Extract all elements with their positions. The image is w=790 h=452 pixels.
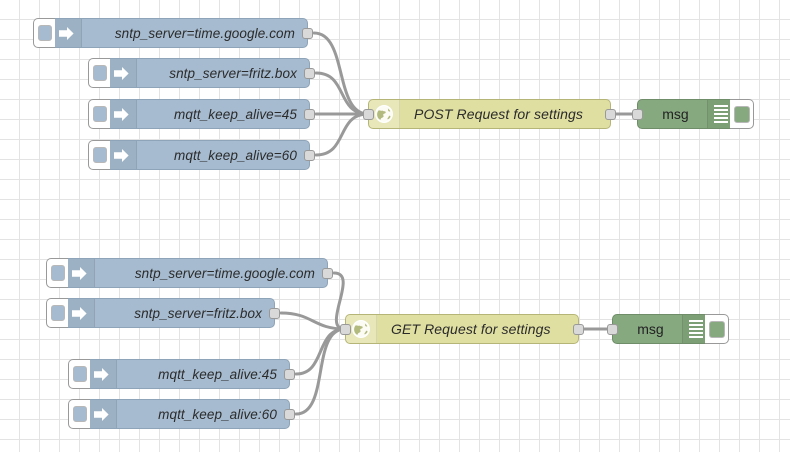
- wire-inject4-to-post: [314, 112, 370, 157]
- inject-node[interactable]: mqtt_keep_alive=60: [88, 140, 315, 170]
- input-port[interactable]: [363, 108, 374, 120]
- inject-arrow-icon-glyph: [113, 107, 129, 121]
- inject-trigger-button[interactable]: [68, 399, 90, 429]
- inject-arrow-icon-glyph: [93, 407, 109, 421]
- node-label: POST Request for settings: [414, 106, 584, 122]
- wire-inject1-to-post: [312, 31, 370, 116]
- inject-trigger-button[interactable]: [33, 18, 55, 48]
- inject-arrow-icon: [106, 141, 137, 169]
- inject-arrow-icon-glyph: [71, 266, 87, 280]
- inject-trigger-button[interactable]: [46, 298, 68, 328]
- inject-trigger-button[interactable]: [88, 58, 110, 88]
- inject-node[interactable]: mqtt_keep_alive:60: [68, 399, 295, 429]
- http-request-node[interactable]: POST Request for settings: [363, 99, 616, 129]
- output-port[interactable]: [284, 368, 295, 380]
- output-port[interactable]: [269, 307, 280, 319]
- output-port[interactable]: [322, 267, 333, 279]
- inject-trigger-button[interactable]: [88, 99, 110, 129]
- output-port[interactable]: [573, 323, 584, 335]
- inject-arrow-icon: [51, 19, 82, 47]
- wire-inject5-to-get: [332, 271, 347, 331]
- http-request-node[interactable]: GET Request for settings: [340, 314, 584, 344]
- globe-icon: [346, 315, 377, 343]
- node-label: sntp_server=fritz.box: [169, 65, 297, 81]
- node-label: msg: [637, 321, 664, 337]
- node-label: mqtt_keep_alive=60: [173, 147, 297, 163]
- inject-arrow-icon: [106, 59, 137, 87]
- inject-arrow-icon-glyph: [113, 148, 129, 162]
- inject-node[interactable]: mqtt_keep_alive:45: [68, 359, 295, 389]
- node-label: mqtt_keep_alive=45: [173, 106, 297, 122]
- inject-arrow-icon-glyph: [58, 26, 74, 40]
- inject-node[interactable]: sntp_server=fritz.box: [46, 298, 280, 328]
- output-port[interactable]: [304, 149, 315, 161]
- output-port[interactable]: [284, 408, 295, 420]
- wire-inject8-to-get: [294, 327, 347, 416]
- inject-trigger-button[interactable]: [46, 258, 68, 288]
- inject-arrow-icon: [106, 100, 137, 128]
- inject-node[interactable]: sntp_server=time.google.com: [33, 18, 313, 48]
- node-label: mqtt_keep_alive:60: [158, 406, 277, 422]
- debug-lines-icon: [707, 100, 734, 128]
- inject-arrow-icon: [86, 360, 117, 388]
- inject-arrow-icon: [64, 299, 95, 327]
- node-label: mqtt_keep_alive:45: [158, 366, 277, 382]
- node-label: sntp_server=time.google.com: [114, 25, 295, 41]
- inject-node[interactable]: sntp_server=time.google.com: [46, 258, 333, 288]
- inject-trigger-button[interactable]: [88, 140, 110, 170]
- node-label: sntp_server=fritz.box: [134, 305, 262, 321]
- debug-toggle-button[interactable]: [730, 99, 754, 129]
- input-port[interactable]: [607, 323, 618, 335]
- node-label: sntp_server=time.google.com: [134, 265, 315, 281]
- inject-arrow-icon: [64, 259, 95, 287]
- inject-arrow-icon-glyph: [113, 66, 129, 80]
- inject-arrow-icon-glyph: [71, 306, 87, 320]
- output-port[interactable]: [302, 27, 313, 39]
- node-label: msg: [662, 106, 689, 122]
- debug-node[interactable]: msg: [632, 99, 754, 129]
- wire-inject6-to-get: [279, 311, 347, 331]
- debug-node[interactable]: msg: [607, 314, 729, 344]
- debug-toggle-button[interactable]: [705, 314, 729, 344]
- output-port[interactable]: [304, 67, 315, 79]
- output-port[interactable]: [304, 108, 315, 120]
- input-port[interactable]: [632, 108, 643, 120]
- inject-trigger-button[interactable]: [68, 359, 90, 389]
- wire-inject7-to-get: [294, 327, 347, 376]
- node-label: GET Request for settings: [391, 321, 551, 337]
- globe-icon: [369, 100, 400, 128]
- inject-node[interactable]: sntp_server=fritz.box: [88, 58, 315, 88]
- globe-icon-glyph: [352, 320, 370, 338]
- globe-icon-glyph: [375, 105, 393, 123]
- input-port[interactable]: [340, 323, 351, 335]
- output-port[interactable]: [605, 108, 616, 120]
- inject-arrow-icon: [86, 400, 117, 428]
- wire-inject2-to-post: [314, 71, 370, 116]
- inject-node[interactable]: mqtt_keep_alive=45: [88, 99, 315, 129]
- inject-arrow-icon-glyph: [93, 367, 109, 381]
- debug-lines-icon: [682, 315, 709, 343]
